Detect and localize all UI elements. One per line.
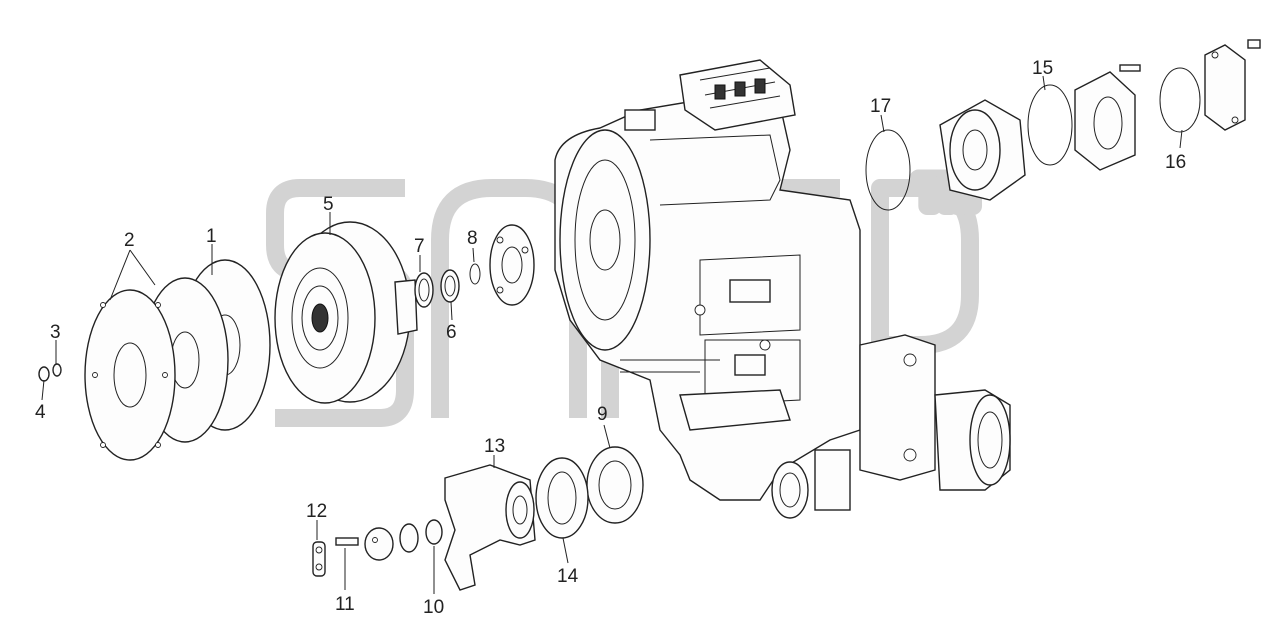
output-yoke (444, 464, 536, 591)
callout-8: 8 (467, 228, 478, 249)
output-seals (535, 446, 644, 539)
callout-9: 9 (597, 404, 608, 425)
callout-4: 4 (35, 402, 46, 423)
seal-rings (414, 263, 481, 308)
torque-converter (274, 221, 418, 404)
bolt-washer (38, 363, 62, 382)
callout-16: 16 (1165, 152, 1186, 173)
leader-lines (41, 75, 1183, 594)
transmission-housing (554, 59, 861, 519)
pump-plate (489, 224, 535, 306)
callout-13: 13 (484, 436, 505, 457)
callout-17: 17 (870, 96, 891, 117)
callout-12: 12 (306, 501, 327, 522)
callout-2: 2 (124, 230, 135, 251)
callout-labels: 1 2 3 4 5 6 7 8 9 10 11 12 13 14 15 16 1… (35, 58, 1186, 618)
callout-5: 5 (323, 194, 334, 215)
flex-plates (84, 259, 271, 461)
callout-7: 7 (414, 236, 425, 257)
callout-15: 15 (1032, 58, 1053, 79)
output-housing (859, 334, 1011, 491)
callout-3: 3 (50, 322, 61, 343)
callout-10: 10 (423, 597, 444, 618)
callout-1: 1 (206, 226, 217, 247)
rear-cover-parts (865, 39, 1261, 211)
callout-6: 6 (446, 322, 457, 343)
callout-11: 11 (335, 594, 355, 615)
yoke-fasteners (312, 519, 443, 577)
callout-14: 14 (557, 566, 579, 587)
